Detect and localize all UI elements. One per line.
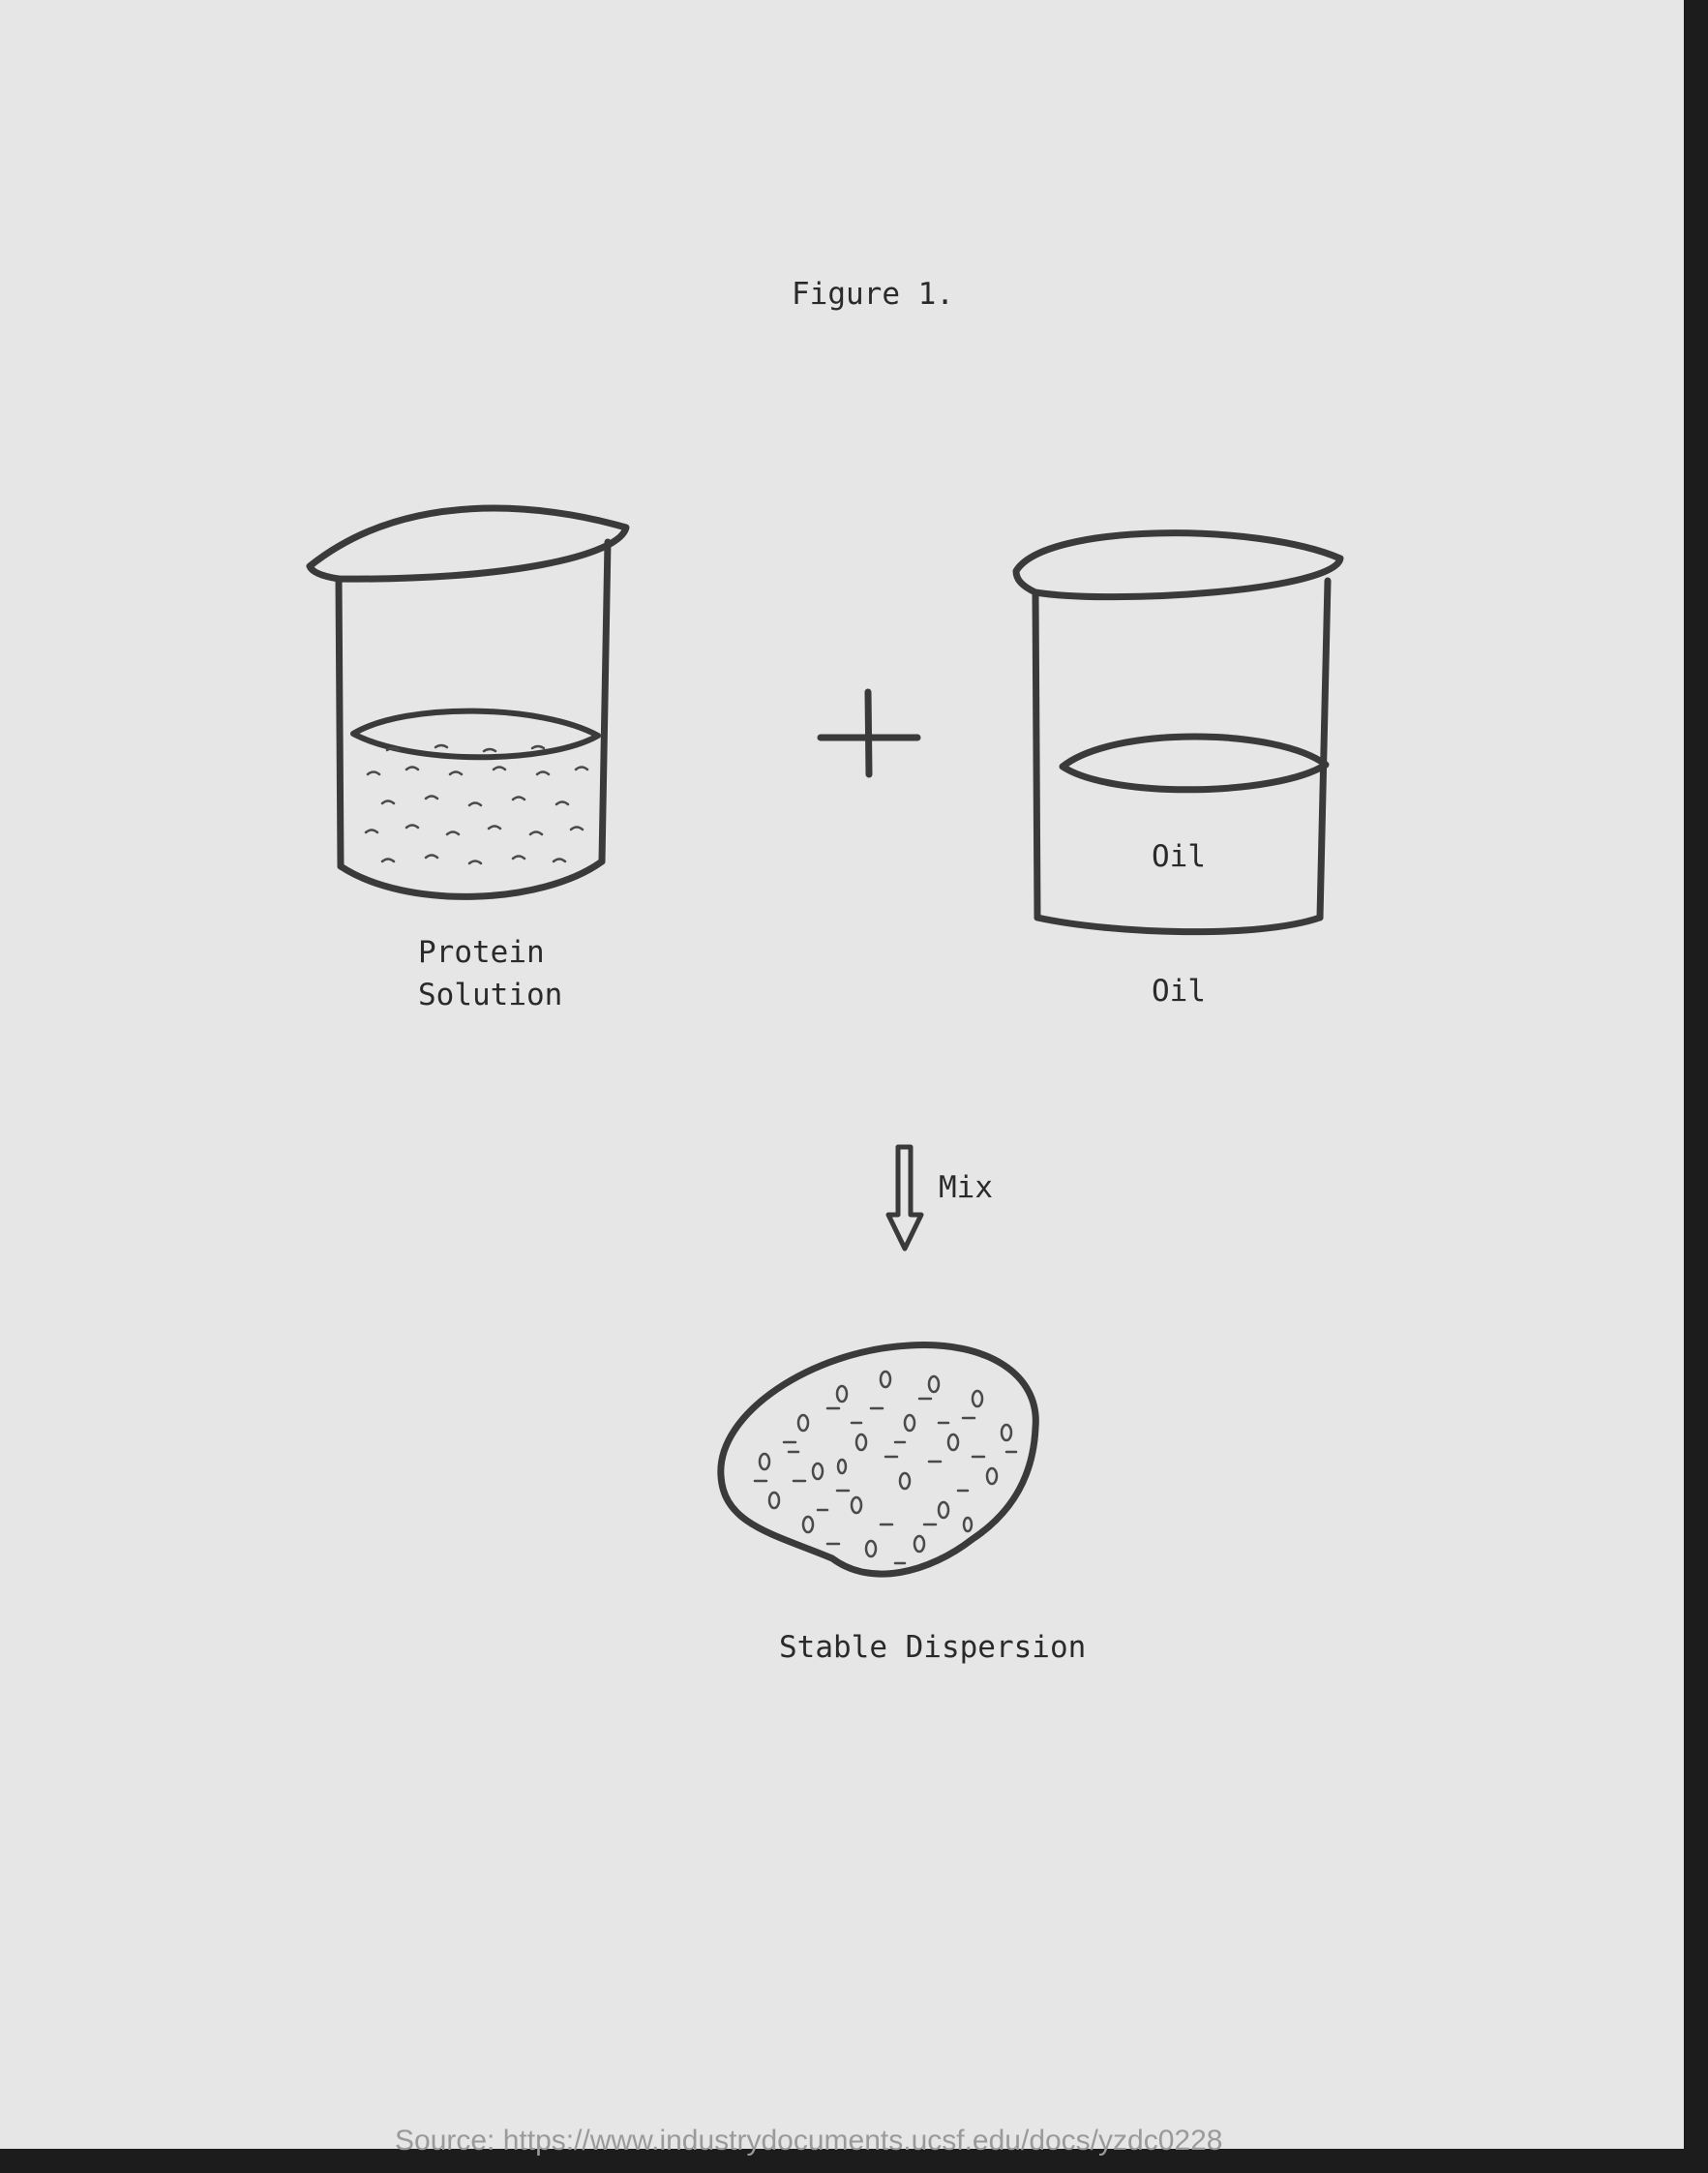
stable-dispersion-blob (717, 1342, 1039, 1578)
protein-solution-beaker (306, 504, 630, 900)
document-page: Figure 1. Protein Solution Oil Oil Mix S… (0, 0, 1684, 2157)
diagram-drawing (306, 504, 1344, 1578)
plus-icon (817, 688, 921, 778)
figure-title: Figure 1. (792, 277, 954, 312)
protein-solution-caption: Protein Solution (418, 931, 562, 1016)
oil-beaker-label: Oil (1152, 839, 1206, 874)
protein-caption-line-1: Protein (418, 935, 545, 970)
protein-solution-liquid (364, 743, 589, 865)
mix-arrow-icon (885, 1144, 924, 1252)
oil-caption: Oil (1152, 974, 1206, 1009)
oil-beaker (1012, 529, 1344, 936)
stable-dispersion-caption: Stable Dispersion (779, 1630, 1087, 1665)
protein-caption-line-2: Solution (418, 978, 563, 1012)
mix-label: Mix (939, 1170, 993, 1205)
source-footer: Source: https://www.industrydocuments.uc… (395, 2125, 1223, 2157)
